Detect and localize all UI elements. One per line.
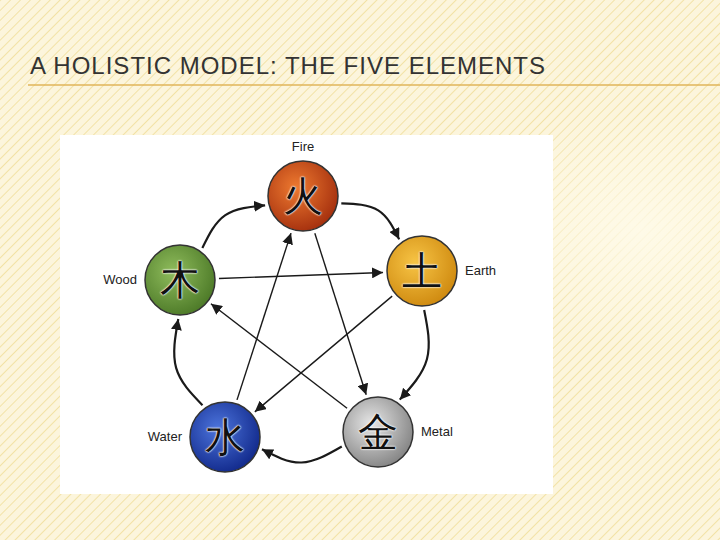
- generating-arrow: [341, 203, 399, 239]
- element-glyph: 金: [358, 412, 398, 452]
- slide-title: A HOLISTIC MODEL: THE FIVE ELEMENTS: [30, 52, 546, 81]
- element-glyph: 土: [402, 251, 442, 291]
- circle-fill: [190, 402, 260, 472]
- element-glyph: 水: [205, 417, 245, 457]
- element-glyph: 火: [283, 176, 323, 216]
- element-name: Water: [148, 429, 182, 445]
- diagram-panel: [60, 135, 553, 494]
- controlling-arrow: [219, 272, 383, 278]
- controlling-arrow: [211, 304, 347, 409]
- controlling-arrow: [315, 233, 366, 395]
- circle-fill: [387, 236, 457, 306]
- element-circle: Metal金: [342, 396, 414, 468]
- element-circle: Fire火: [267, 160, 339, 232]
- circle-fill: [268, 161, 338, 231]
- element-name: Earth: [465, 263, 496, 279]
- element-name: Fire: [292, 139, 314, 155]
- circle-fill: [145, 245, 215, 315]
- element-glyph: 木: [160, 260, 200, 300]
- element-circle: Water水: [189, 401, 261, 473]
- generating-arrow: [400, 310, 429, 400]
- generating-arrow: [202, 205, 265, 248]
- element-circle: Wood木: [144, 244, 216, 316]
- generating-arrow: [262, 446, 342, 462]
- element-name: Wood: [103, 272, 137, 288]
- controlling-arrow: [237, 233, 291, 400]
- generating-arrow: [174, 319, 202, 405]
- circle-fill: [343, 397, 413, 467]
- controlling-arrow: [255, 296, 392, 412]
- title-underline: [28, 84, 720, 86]
- element-name: Metal: [421, 424, 453, 440]
- element-circle: Earth土: [386, 235, 458, 307]
